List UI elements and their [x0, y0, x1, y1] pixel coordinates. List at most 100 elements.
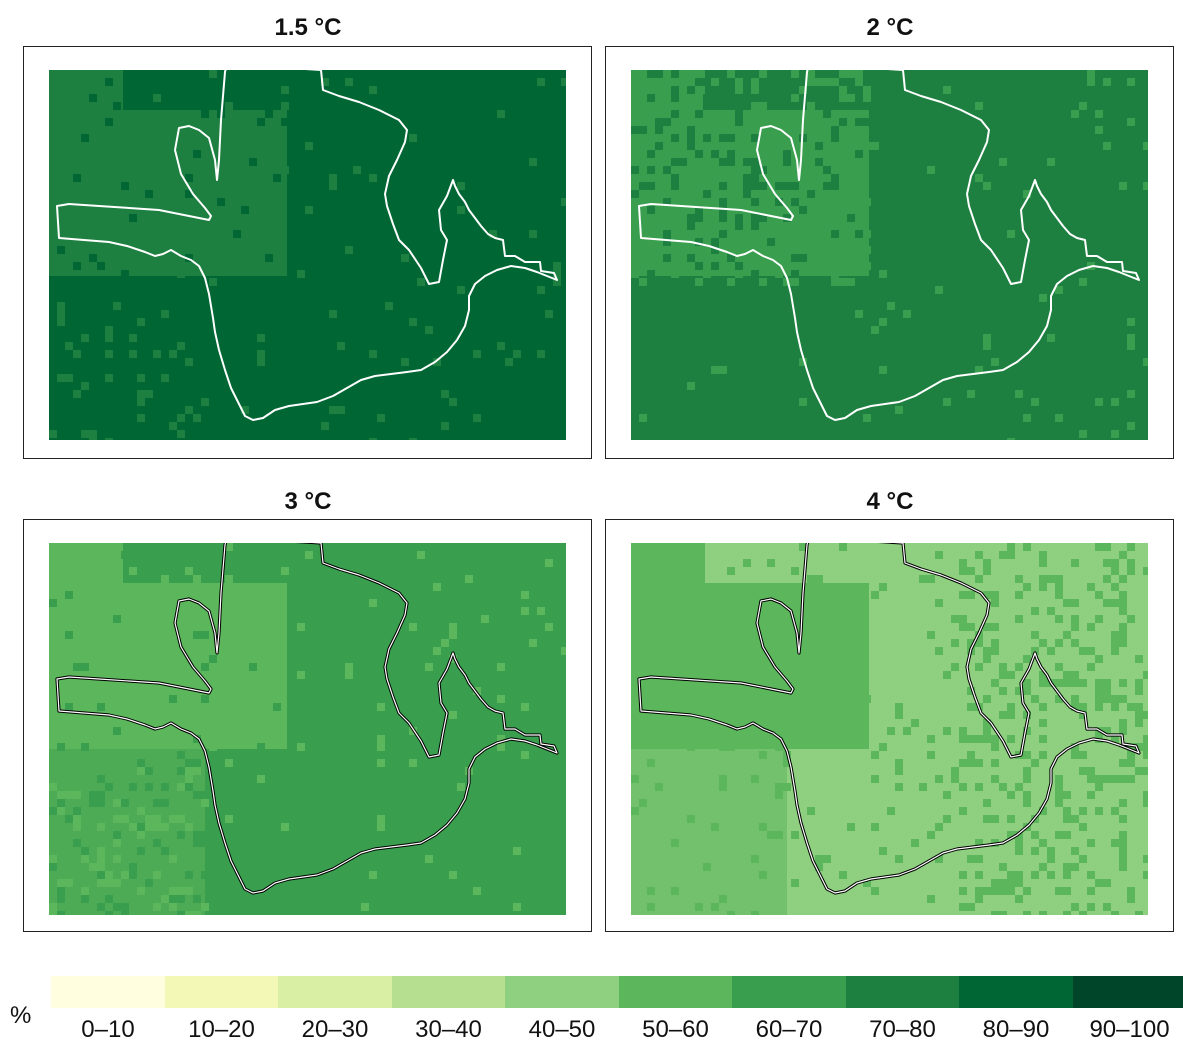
map-raster-cell	[49, 631, 57, 639]
map-raster-cell	[815, 94, 823, 102]
map-raster-cell	[1135, 743, 1143, 751]
map-raster-cell	[1095, 238, 1103, 246]
map-raster-cell	[321, 422, 329, 430]
map-raster-cell	[417, 551, 425, 559]
map-raster-cell	[201, 631, 209, 639]
map-raster-cell	[983, 559, 991, 567]
map-raster-cell	[1143, 871, 1148, 879]
legend-swatch	[278, 976, 392, 1008]
map-raster-cell	[1095, 591, 1103, 599]
map-raster-cell	[153, 903, 161, 911]
map-raster-cell	[1127, 334, 1135, 342]
map-raster-cell	[1127, 743, 1135, 751]
map-raster-cell	[1111, 583, 1119, 591]
map-raster-cell	[791, 94, 799, 102]
map-raster-cell	[185, 158, 193, 166]
map-raster-cell	[815, 86, 823, 94]
map-raster-cell	[807, 86, 815, 94]
map-raster-cell	[273, 759, 281, 767]
map-raster-cell	[735, 334, 743, 342]
map-raster-cell	[639, 414, 647, 422]
map-raster-cell	[751, 86, 759, 94]
map-raster-cell	[193, 831, 201, 839]
map-raster-cell	[161, 278, 169, 286]
map-raster-cell	[983, 591, 991, 599]
map-raster-cell	[759, 94, 767, 102]
legend-label: 0–10	[81, 1016, 135, 1043]
map-raster-cell	[121, 583, 129, 591]
map-raster-cell	[719, 110, 727, 118]
map-raster-cell	[201, 695, 209, 703]
map-raster-cell	[839, 166, 847, 174]
map-raster-cell	[1039, 559, 1047, 567]
map-raster-cell	[473, 110, 481, 118]
map-raster-cell	[1015, 615, 1023, 623]
map-raster-cell	[121, 270, 129, 278]
map-raster-cell	[839, 543, 847, 551]
map-raster-cell	[975, 895, 983, 903]
map-raster-cell	[113, 879, 121, 887]
map-raster-cell	[49, 110, 57, 118]
map-raster-cell	[1079, 823, 1087, 831]
map-raster-cell	[177, 815, 185, 823]
map-raster-cell	[1111, 398, 1119, 406]
map-raster-cell	[711, 262, 719, 270]
map-raster-cell	[799, 358, 807, 366]
map-raster-cell	[1095, 398, 1103, 406]
map-raster-cell	[145, 607, 153, 615]
map-raster-cell	[1071, 695, 1079, 703]
map-raster-cell	[129, 398, 137, 406]
map-raster-cell	[711, 246, 719, 254]
map-raster-cell	[121, 382, 129, 390]
map-raster-cell	[337, 246, 345, 254]
map-raster-cell	[935, 647, 943, 655]
map-raster-cell	[735, 166, 743, 174]
map-raster-cell	[751, 214, 759, 222]
map-raster-cell	[97, 903, 105, 911]
map-raster-cell	[1103, 118, 1111, 126]
map-raster-cell	[81, 895, 89, 903]
map-raster-cell	[1007, 703, 1015, 711]
map-raster-cell	[775, 647, 783, 655]
map-raster-cell	[719, 366, 727, 374]
map-raster-cell	[1135, 711, 1143, 719]
map-raster-cell	[711, 222, 719, 230]
map-raster-cell	[991, 599, 999, 607]
map-raster-cell	[1039, 751, 1047, 759]
map-raster-cell	[687, 230, 695, 238]
map-raster-cell	[121, 815, 129, 823]
map-raster-cell	[687, 743, 695, 751]
map-raster-cell	[65, 815, 73, 823]
map-raster-cell	[377, 823, 385, 831]
map-raster-cell	[863, 86, 871, 94]
map-raster-cell	[935, 823, 943, 831]
map-raster-cell	[241, 206, 249, 214]
map-raster-cell	[1111, 735, 1119, 743]
map-raster-cell	[1007, 831, 1015, 839]
map-raster-cell	[711, 110, 719, 118]
map-raster-cell	[871, 591, 879, 599]
map-raster-cell	[1079, 278, 1087, 286]
map-raster-cell	[991, 887, 999, 895]
map-raster-cell	[137, 398, 145, 406]
map-raster-cell	[727, 743, 735, 751]
map-raster-cell	[97, 799, 105, 807]
map-raster-cell	[703, 711, 711, 719]
map-raster-cell	[991, 815, 999, 823]
map-raster-cell	[903, 310, 911, 318]
map-raster-cell	[687, 815, 695, 823]
map-raster-cell	[687, 198, 695, 206]
map-raster-cell	[81, 310, 89, 318]
map-raster-cell	[225, 102, 233, 110]
map-raster-cell	[177, 911, 185, 915]
map-raster-cell	[177, 895, 185, 903]
map-raster-cell	[1031, 647, 1039, 655]
map-raster-cell	[983, 655, 991, 663]
map-raster-cell	[799, 206, 807, 214]
map-raster-cell	[1127, 559, 1135, 567]
map-raster-cell	[663, 246, 671, 254]
map-raster-cell	[879, 847, 887, 855]
map-raster-cell	[831, 182, 839, 190]
map-raster-cell	[783, 182, 791, 190]
panel-title-3: 3 °C	[284, 488, 332, 515]
